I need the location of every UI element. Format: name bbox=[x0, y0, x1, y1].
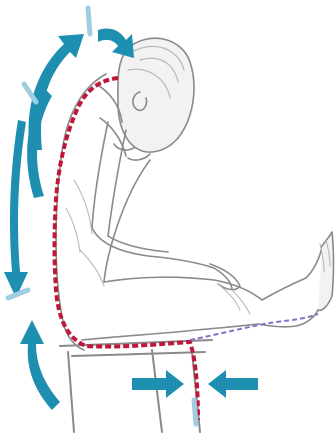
chair-leg-front bbox=[152, 350, 162, 432]
back-outline bbox=[56, 74, 106, 350]
marker-knee bbox=[194, 400, 196, 424]
arrow-leg-right bbox=[208, 370, 258, 398]
thigh-bottom bbox=[82, 324, 258, 340]
shin-top bbox=[262, 246, 322, 300]
knee-folds bbox=[218, 284, 250, 314]
marker-head-top bbox=[88, 8, 90, 34]
upper-arm bbox=[92, 122, 126, 236]
chest-outline bbox=[104, 160, 150, 282]
sciatic-nerve-path bbox=[190, 314, 318, 340]
calf-bottom bbox=[258, 310, 318, 327]
shirt-folds bbox=[66, 180, 104, 286]
arrow-back-down bbox=[4, 120, 28, 298]
arrow-hip bbox=[20, 320, 60, 410]
chair-leg-back bbox=[68, 352, 74, 432]
chair-seat-edge bbox=[72, 352, 205, 356]
arrow-head-top bbox=[98, 28, 134, 58]
